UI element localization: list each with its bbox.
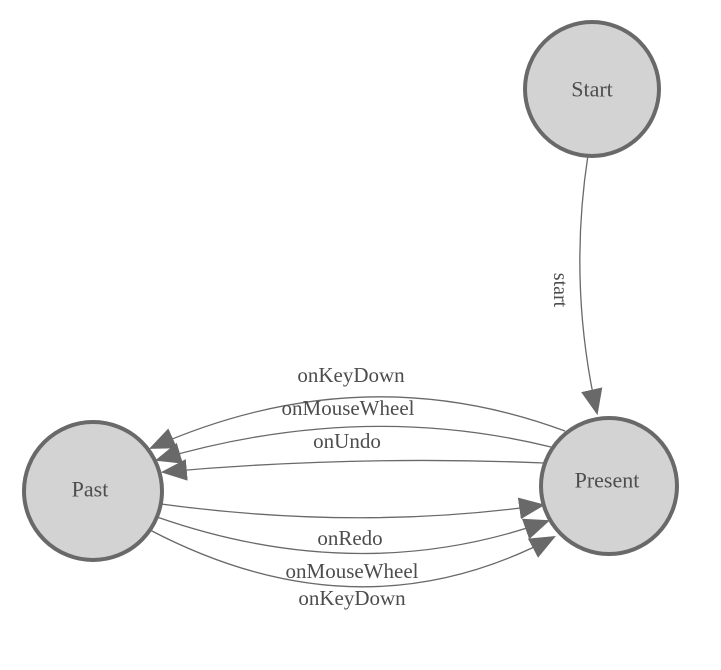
node-present-circle [539,416,679,556]
edge-past-to-present-onkeydown [149,529,556,588]
node-present: Present [539,416,679,556]
edge-label-onundo: onUndo [313,429,381,453]
edge-present-to-past-onundo [160,459,545,481]
edge-past-to-present-onredo [160,497,546,520]
edge-label-onredo: onRedo [317,526,382,550]
edge-label-onkeydown-top: onKeyDown [297,363,405,387]
node-present-label: Present [575,468,640,493]
edge-present-to-past-onkeydown [149,396,566,449]
edge-start-to-present [579,154,603,416]
edge-label-onmousewheel-bottom: onMouseWheel [286,559,419,583]
edge-label-onkeydown-bottom: onKeyDown [298,586,406,610]
edge-label-onmousewheel-top: onMouseWheel [282,396,415,420]
edge-past-to-present-onmousewheel [156,516,551,555]
edge-present-to-past-onmousewheel [154,425,552,464]
node-past-label: Past [72,477,109,502]
node-past: Past [22,420,164,562]
node-start-label: Start [571,77,613,102]
node-start-circle [523,20,661,158]
edge-label-start: start [549,273,571,308]
node-start: Start [523,20,661,158]
node-past-circle [22,420,164,562]
